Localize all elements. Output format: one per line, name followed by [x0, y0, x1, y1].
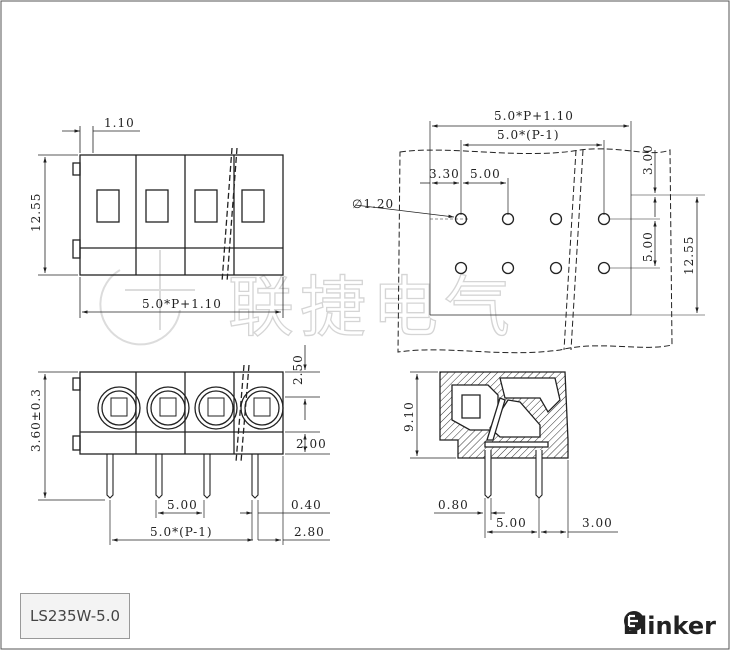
- dim-pcb-pitch: 5.00: [470, 167, 501, 181]
- dim-side-pitch: 5.00: [496, 516, 527, 530]
- dim-pcb-hole: ∅1.20: [352, 197, 394, 211]
- watermark-group: 联捷电气: [99, 250, 516, 347]
- dim-pcb-right-total: 12.55: [682, 236, 696, 275]
- pcb-layout: [354, 121, 705, 354]
- dim-side-pin: 0.80: [438, 498, 469, 512]
- top-view-body: [79, 154, 284, 276]
- pcb-hole: [454, 212, 468, 226]
- dim-pcb-right-top: 3.00: [641, 144, 655, 175]
- pcb-hole: [549, 261, 563, 275]
- dim-front-top: 2.50: [291, 354, 305, 385]
- dim-side-offset: 3.00: [582, 516, 613, 530]
- dim-front-pin: 0.40: [291, 498, 322, 512]
- pcb-hole: [597, 212, 611, 226]
- pcb-hole: [597, 261, 611, 275]
- elinker-logo-icon: [623, 611, 644, 631]
- pcb-hole: [501, 261, 515, 275]
- dim-front-end: 2.80: [294, 525, 325, 539]
- part-number-label: LS235W-5.0: [20, 593, 130, 639]
- dim-pcb-right-row: 5.00: [641, 231, 655, 262]
- side-view: [410, 371, 618, 538]
- top-view: [38, 126, 284, 318]
- dim-top-view-top: 1.10: [104, 116, 135, 130]
- dim-side-height: 9.10: [402, 401, 416, 432]
- dim-front-mid: 2.00: [296, 437, 327, 451]
- pcb-hole: [501, 212, 515, 226]
- watermark-text: 联捷电气: [228, 269, 516, 346]
- dim-pcb-total: 5.0*P+1.10: [494, 109, 574, 123]
- front-view-body: [79, 371, 284, 455]
- front-view: [38, 345, 330, 545]
- pcb-hole: [454, 261, 468, 275]
- dim-front-height: 3.60±0.3: [29, 388, 43, 452]
- dim-pcb-pitch-span: 5.0*(P-1): [497, 128, 560, 142]
- pcb-hole: [549, 212, 563, 226]
- watermark-logo-icon: [99, 250, 195, 346]
- dim-front-span: 5.0*(P-1): [150, 525, 213, 539]
- dim-front-pitch: 5.00: [167, 498, 198, 512]
- dim-top-view-height: 12.55: [29, 193, 43, 232]
- dim-pcb-offset: 3.30: [429, 167, 460, 181]
- brand-logo: Elinker: [623, 610, 716, 642]
- pcb-outline: [397, 148, 673, 354]
- dim-top-view-bottom: 5.0*P+1.10: [142, 297, 222, 311]
